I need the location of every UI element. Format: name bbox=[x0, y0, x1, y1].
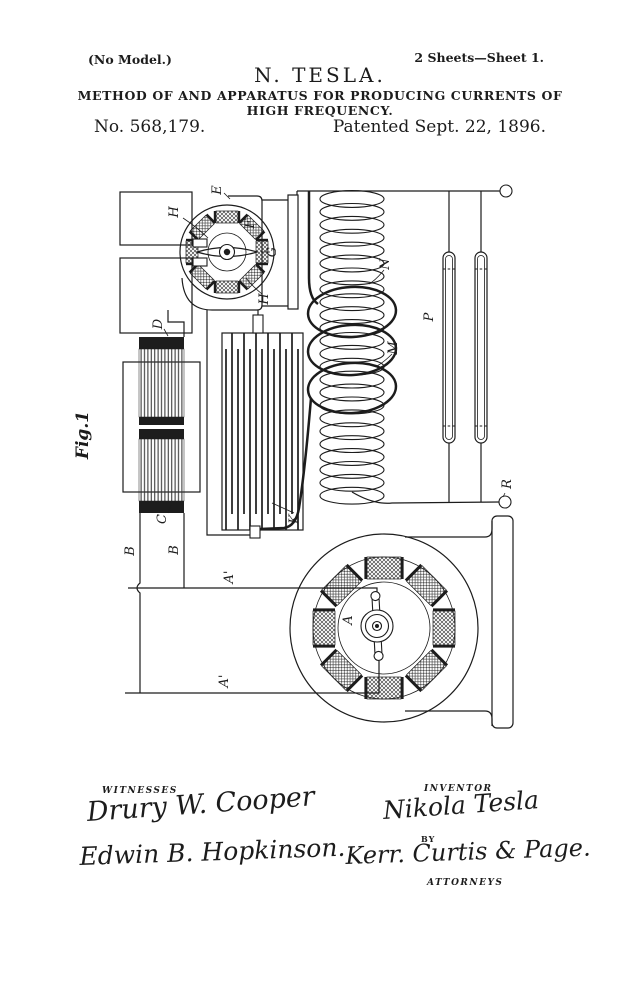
top-wire bbox=[297, 191, 500, 195]
secondary-bottom-wire bbox=[352, 492, 499, 503]
tube-leads bbox=[449, 191, 481, 502]
alternator-unit: A A' A' bbox=[125, 516, 513, 728]
attorneys-heading: ATTORNEYS bbox=[427, 878, 503, 888]
label-C: C bbox=[155, 514, 170, 524]
label-A-prime-upper: A' bbox=[222, 571, 237, 585]
condenser-terminal-bottom bbox=[250, 526, 260, 538]
secondary-coil: N bbox=[320, 191, 499, 505]
brush-lower bbox=[193, 258, 207, 266]
label-M: M bbox=[386, 341, 401, 356]
winding-D bbox=[139, 349, 184, 417]
top-circuit bbox=[297, 185, 512, 197]
label-R: R bbox=[500, 479, 515, 490]
core-cap-top bbox=[139, 337, 184, 349]
lead-B-left bbox=[137, 513, 140, 693]
rotor-contact-top bbox=[371, 591, 380, 600]
tube-2-inner bbox=[478, 256, 485, 440]
secondary-turns bbox=[320, 191, 384, 505]
label-P: P bbox=[422, 312, 437, 322]
tube-1-envelope bbox=[443, 252, 455, 443]
condenser-terminal-top bbox=[253, 315, 263, 333]
label-H-lower: H bbox=[257, 293, 272, 306]
condenser-plates bbox=[226, 333, 298, 530]
label-A-prime-lower: A' bbox=[217, 675, 232, 689]
tube-1-inner bbox=[446, 256, 453, 440]
tube-1-electrodes bbox=[443, 269, 455, 426]
tube-2-envelope bbox=[475, 252, 487, 443]
primary-down-lead bbox=[309, 191, 318, 304]
core-cap-mid2 bbox=[139, 429, 184, 439]
winding-C bbox=[139, 439, 184, 501]
rotor-contact-bottom bbox=[374, 651, 383, 660]
tube-2-electrodes bbox=[475, 269, 487, 426]
terminal-R bbox=[499, 496, 511, 508]
label-H-upper: H bbox=[167, 206, 182, 219]
transformer-unit: D C B B bbox=[123, 318, 200, 693]
controller-shaft-dot bbox=[224, 249, 230, 255]
label-E: E bbox=[210, 185, 225, 196]
label-G: G bbox=[265, 247, 280, 257]
core-cap-mid1 bbox=[139, 417, 184, 425]
label-B-left: B bbox=[123, 546, 138, 557]
circuit-controller-unit: E H F G H bbox=[120, 185, 298, 337]
pedestal-base bbox=[492, 516, 513, 728]
leader-K bbox=[272, 503, 294, 513]
label-F: F bbox=[243, 219, 258, 230]
terminal-top bbox=[500, 185, 512, 197]
condenser-unit: K bbox=[207, 310, 303, 538]
vacuum-tubes: P bbox=[422, 191, 487, 502]
r-terminal: R bbox=[499, 479, 515, 508]
label-D: D bbox=[151, 318, 166, 330]
label-A: A bbox=[341, 615, 356, 625]
label-B-right: B bbox=[167, 545, 182, 556]
brush-upper bbox=[193, 239, 207, 247]
commutator-plate bbox=[288, 195, 298, 309]
condenser-outer-loop bbox=[207, 310, 255, 535]
label-N: N bbox=[378, 258, 393, 271]
rotor-shaft-dot bbox=[375, 624, 379, 628]
figure-caption: Fig.1 bbox=[73, 411, 93, 460]
core-cap-bottom bbox=[139, 501, 184, 513]
